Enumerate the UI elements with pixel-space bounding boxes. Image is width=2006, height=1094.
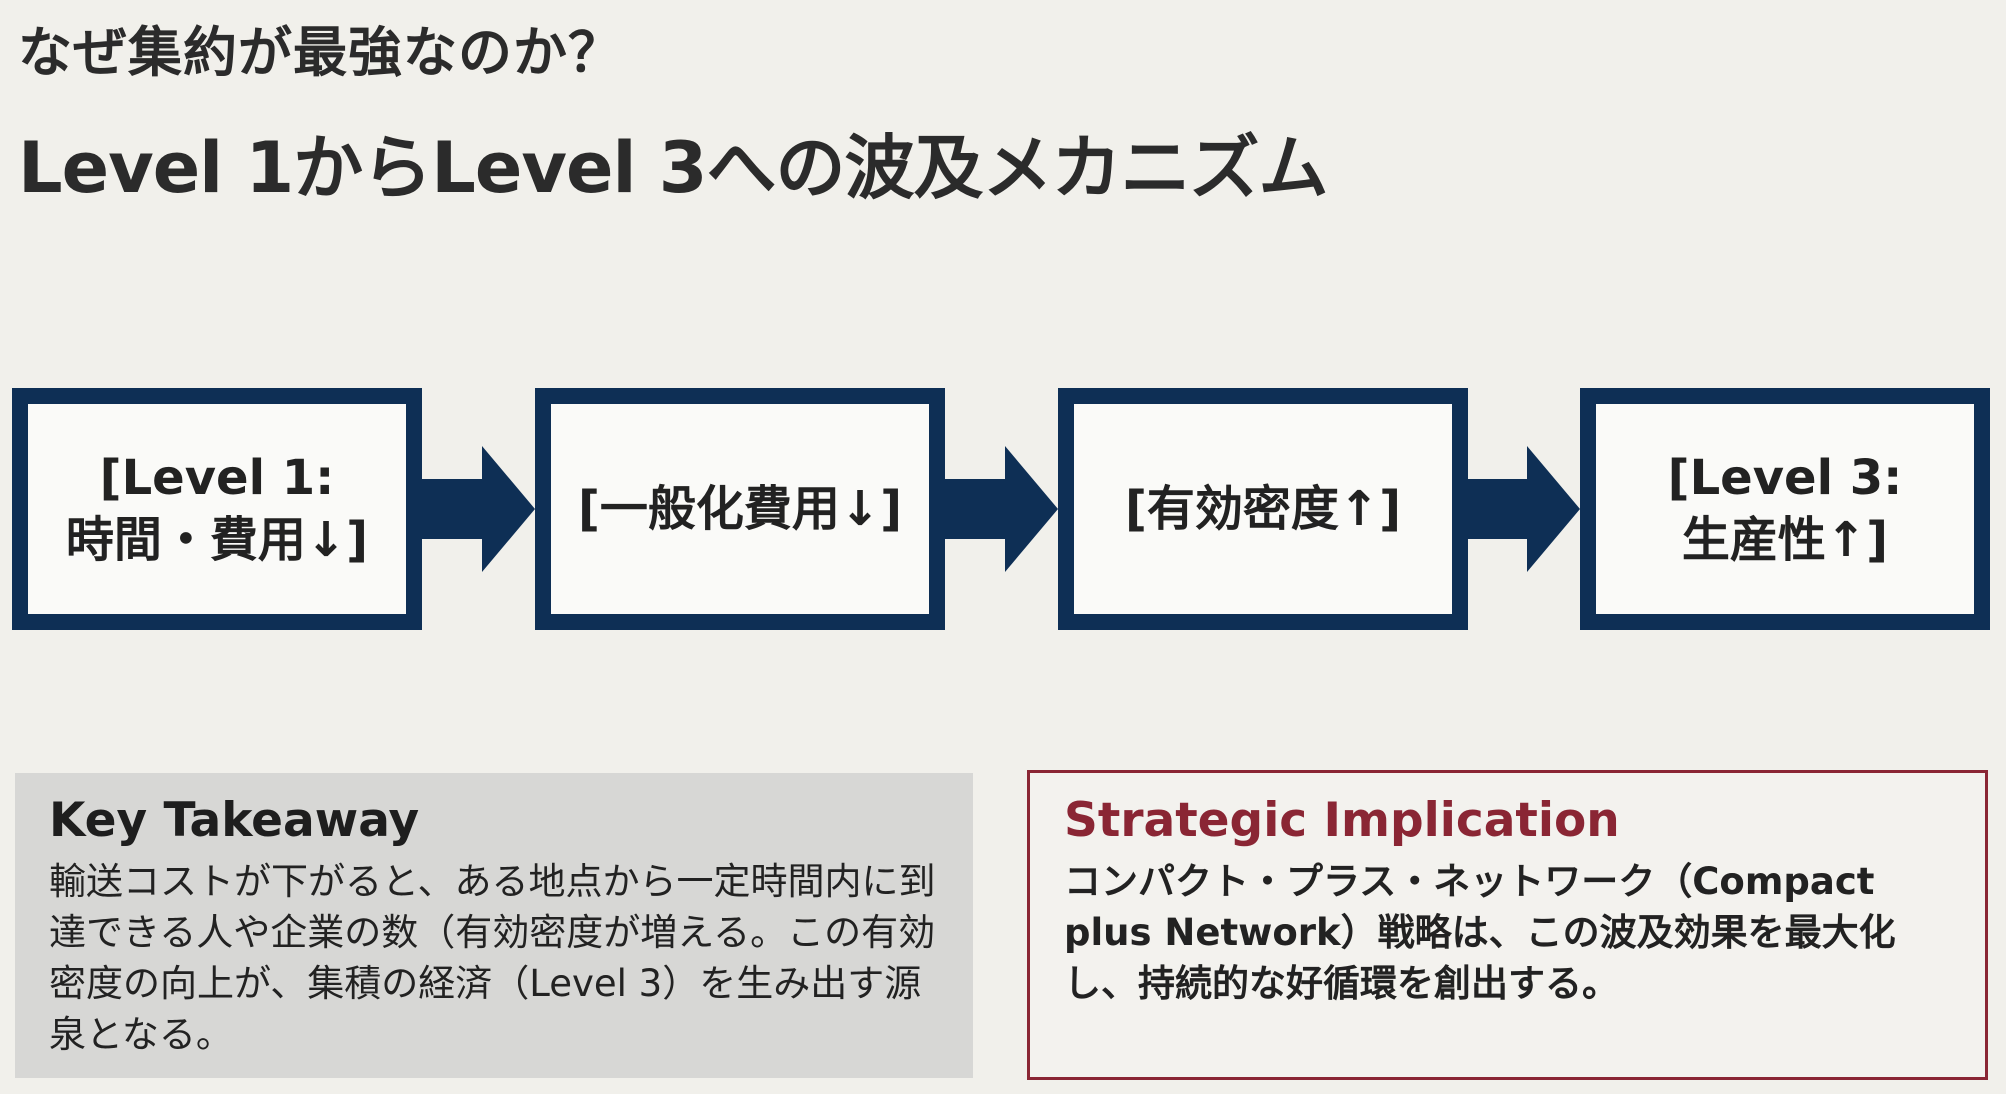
flow-step-level3: [Level 3: 生産性↑] — [1580, 388, 1990, 630]
flow-step-level1: [Level 1: 時間・費用↓] — [12, 388, 422, 630]
step-line: 時間・費用↓] — [65, 512, 369, 568]
arrow-right-icon — [422, 446, 535, 572]
arrow-right-icon — [1467, 446, 1580, 572]
step-line: 生産性↑] — [1681, 512, 1889, 568]
slide-title: なぜ集約が最強なのか？ — [18, 21, 623, 84]
arrow-right-icon — [945, 446, 1058, 572]
strategic-implication-body: コンパクト・プラス・ネットワーク（Compact plus Network）戦略… — [1064, 860, 1896, 1005]
strategic-implication-heading: Strategic Implication — [1064, 793, 1620, 848]
step-line: [一般化費用↓] — [577, 480, 903, 537]
slide-subtitle: Level 1からLevel 3への波及メカニズム — [18, 127, 1329, 209]
flow-step-effective-density: [有効密度↑] — [1058, 388, 1468, 630]
step-line: [Level 3: — [1667, 449, 1903, 506]
flow-step-generalized-cost: [一般化費用↓] — [535, 388, 945, 630]
step-line: [有効密度↑] — [1124, 480, 1402, 537]
key-takeaway-panel: Key Takeaway 輸送コストが下がると、ある地点から一定時間内に到達でき… — [15, 773, 973, 1078]
strategic-implication-panel: Strategic Implication コンパクト・プラス・ネットワーク（C… — [1027, 770, 1988, 1080]
key-takeaway-body: 輸送コストが下がると、ある地点から一定時間内に到達できる人や企業の数（有効密度が… — [49, 860, 936, 1056]
key-takeaway-heading: Key Takeaway — [49, 793, 420, 848]
step-line: [Level 1: — [99, 449, 335, 506]
